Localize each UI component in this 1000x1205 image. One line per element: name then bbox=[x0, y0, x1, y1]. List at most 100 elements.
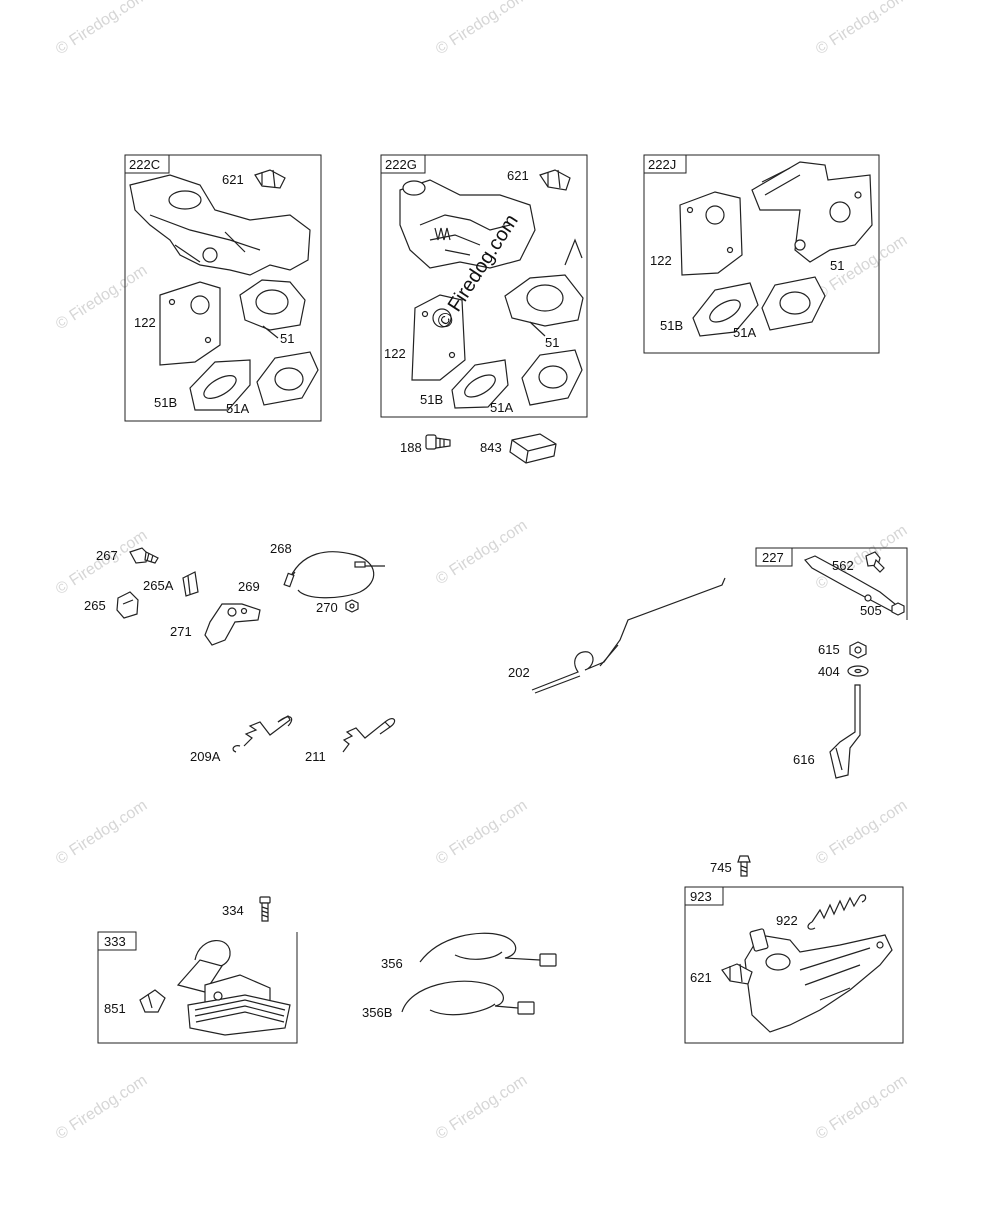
clip-851-illustration bbox=[139, 989, 166, 1013]
group-frame bbox=[684, 886, 904, 1044]
part-label-122: 122 bbox=[134, 315, 156, 330]
watermark-text: © Firedog.com bbox=[53, 1072, 150, 1144]
group-label: 222J bbox=[648, 157, 676, 172]
gasket-51A-illustration bbox=[761, 276, 826, 331]
screw-562-illustration bbox=[865, 551, 885, 573]
throttle-bracket-illustration bbox=[751, 161, 873, 263]
group-333: 333 851 bbox=[97, 931, 298, 1044]
wire-356-illustration bbox=[419, 932, 557, 967]
part-label-851: 851 bbox=[104, 1001, 126, 1016]
spacer-843-illustration bbox=[509, 433, 557, 464]
part-label-356: 356 bbox=[381, 956, 403, 971]
part-label-404: 404 bbox=[818, 664, 840, 679]
gasket-51-illustration bbox=[239, 279, 306, 331]
group-label: 333 bbox=[104, 934, 126, 949]
group-frame bbox=[380, 154, 588, 418]
gasket-51A-illustration bbox=[256, 351, 319, 406]
group-label-box bbox=[380, 154, 426, 174]
part-label-209A: 209A bbox=[190, 749, 221, 764]
part-label-51: 51 bbox=[545, 335, 559, 350]
washer-404-illustration bbox=[847, 665, 869, 677]
group-222C: 222C 621 122 51 51B bbox=[124, 154, 322, 422]
throttle-bracket-illustration bbox=[399, 179, 536, 269]
screw-267-illustration bbox=[129, 547, 159, 564]
group-frame bbox=[124, 154, 322, 422]
group-label: 222G bbox=[385, 157, 417, 172]
gasket-122-illustration bbox=[411, 294, 466, 381]
part-label-334: 334 bbox=[222, 903, 244, 918]
part-label-922: 922 bbox=[776, 913, 798, 928]
group-222G: 222G 621 122 51 bbox=[380, 154, 588, 418]
clip-621-illustration bbox=[254, 169, 286, 189]
nut-615-illustration bbox=[849, 641, 867, 659]
screw-334-illustration bbox=[259, 896, 271, 922]
part-label-265A: 265A bbox=[143, 578, 174, 593]
governor-bracket-illustration bbox=[744, 928, 893, 1033]
group-222J: 222J 122 51 51B 51A bbox=[643, 154, 880, 354]
part-label-122: 122 bbox=[384, 346, 406, 361]
watermark-text: © Firedog.com bbox=[433, 0, 530, 58]
watermark-text: © Firedog.com bbox=[813, 797, 910, 869]
link-202-illustration bbox=[531, 577, 726, 694]
part-label-745: 745 bbox=[710, 860, 732, 875]
group-label-box bbox=[124, 154, 170, 174]
bracket-265A-illustration bbox=[182, 571, 199, 597]
group-frame bbox=[97, 932, 298, 1044]
watermark-text: © Firedog.com bbox=[433, 517, 530, 589]
part-label-51A: 51A bbox=[226, 401, 249, 416]
spring-922-illustration bbox=[807, 894, 867, 930]
nut-505-illustration bbox=[891, 602, 905, 616]
cable-268-illustration bbox=[283, 551, 385, 599]
part-label-271: 271 bbox=[170, 624, 192, 639]
part-label-51: 51 bbox=[280, 331, 294, 346]
part-label-621: 621 bbox=[507, 168, 529, 183]
group-label-box bbox=[755, 547, 793, 567]
part-label-843: 843 bbox=[480, 440, 502, 455]
throttle-bracket-illustration bbox=[129, 174, 311, 276]
part-label-356B: 356B bbox=[362, 1005, 392, 1020]
screw-745-illustration bbox=[737, 855, 751, 877]
group-frame bbox=[643, 154, 880, 354]
part-label-267: 267 bbox=[96, 548, 118, 563]
part-label-51B: 51B bbox=[420, 392, 443, 407]
group-label-box bbox=[97, 931, 137, 951]
group-frame bbox=[756, 547, 908, 620]
group-923: 923 922 621 bbox=[684, 886, 904, 1044]
gasket-51A-illustration bbox=[521, 349, 583, 406]
leader-line bbox=[262, 325, 279, 339]
part-label-562: 562 bbox=[832, 558, 854, 573]
group-label-box bbox=[684, 886, 724, 906]
watermark-text: © Firedog.com bbox=[53, 0, 150, 58]
watermark-text: © Firedog.com bbox=[53, 797, 150, 869]
group-label: 227 bbox=[762, 550, 784, 565]
group-label-box bbox=[643, 154, 687, 174]
nut-270-illustration bbox=[345, 599, 359, 613]
clamp-265-illustration bbox=[116, 591, 139, 619]
part-label-615: 615 bbox=[818, 642, 840, 657]
group-label: 923 bbox=[690, 889, 712, 904]
gasket-51B-illustration bbox=[692, 282, 759, 337]
ignition-armature-illustration bbox=[176, 940, 291, 1036]
lever-271-illustration bbox=[204, 603, 261, 646]
watermark-text: © Firedog.com bbox=[433, 1072, 530, 1144]
part-label-51B: 51B bbox=[154, 395, 177, 410]
spring-211-illustration bbox=[342, 718, 396, 753]
watermark-text: © Firedog.com bbox=[813, 1072, 910, 1144]
part-label-505: 505 bbox=[860, 603, 882, 618]
gasket-51B-illustration bbox=[189, 359, 251, 411]
part-label-621: 621 bbox=[222, 172, 244, 187]
leader-line bbox=[529, 321, 546, 337]
screw-188-illustration bbox=[425, 434, 451, 450]
part-label-211: 211 bbox=[305, 749, 326, 764]
part-label-51A: 51A bbox=[490, 400, 513, 415]
gasket-122-illustration bbox=[159, 281, 221, 366]
spring-209A-illustration bbox=[232, 715, 293, 753]
part-label-51B: 51B bbox=[660, 318, 683, 333]
part-label-616: 616 bbox=[793, 752, 815, 767]
shaft-616-illustration bbox=[829, 684, 861, 779]
gasket-51-illustration bbox=[504, 238, 584, 327]
part-label-202: 202 bbox=[508, 665, 530, 680]
part-label-122: 122 bbox=[650, 253, 672, 268]
